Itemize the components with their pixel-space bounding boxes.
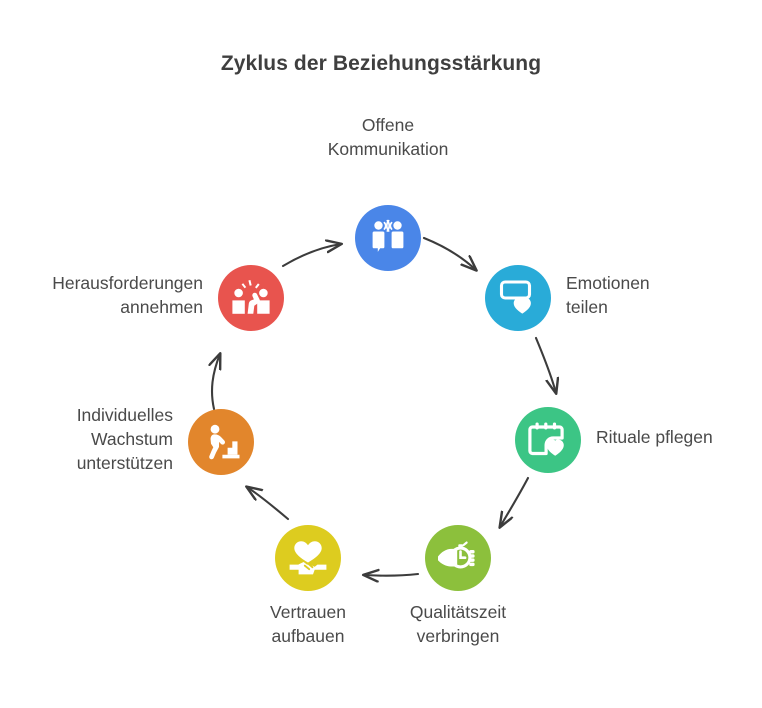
arrow-rituals-to-qualitytime — [500, 476, 530, 527]
node-label-individuelles-wachstum: Individuelles Wachstum unterstützen — [76, 405, 173, 473]
calendar-heart-icon — [515, 407, 581, 473]
speech-bubble-heart-icon — [485, 265, 551, 331]
arrow-communication-to-emotions — [422, 236, 476, 270]
page-title: Zyklus der Beziehungsstärkung — [220, 52, 542, 75]
node-label-qualitaetszeit-verbringen: Qualitätszeit verbringen — [409, 602, 507, 646]
hand-stopwatch-icon — [425, 525, 491, 591]
people-celebrating-icon — [218, 265, 284, 331]
two-people-talking-icon — [355, 205, 421, 271]
person-climbing-stairs-icon — [188, 409, 254, 475]
node-label-emotionen-teilen: Emotionen teilen — [566, 273, 650, 317]
arrow-challenges-to-communication — [281, 244, 341, 268]
node-label-herausforderungen-annehmen: Herausforderungen annehmen — [52, 273, 203, 317]
arrow-growth-to-challenges — [212, 354, 220, 411]
arrow-qualitytime-to-trust — [364, 574, 420, 576]
arrow-emotions-to-rituals — [534, 336, 556, 393]
node-label-vertrauen-aufbauen: Vertrauen aufbauen — [270, 602, 346, 646]
node-label-offene-kommunikation: Offene Kommunikation — [327, 115, 449, 159]
arrow-trust-to-growth — [247, 487, 290, 521]
heart-handshake-icon — [275, 525, 341, 591]
node-label-rituale-pflegen: Rituale pflegen — [596, 427, 713, 447]
